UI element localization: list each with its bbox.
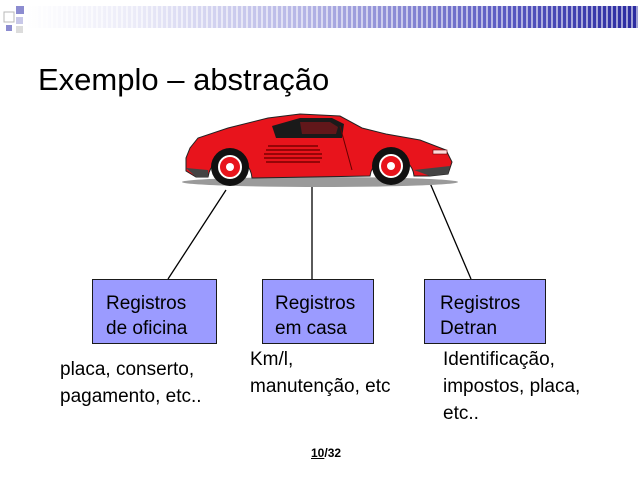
slide-title: Exemplo – abstração — [38, 62, 330, 97]
page-number: 10/32 — [311, 446, 341, 460]
box-workshop-line1: Registros — [106, 293, 187, 314]
connector-lines — [167, 182, 472, 280]
desc-detran: Identificação, impostos, placa, etc.. — [443, 346, 580, 427]
page-current: 10 — [311, 446, 325, 460]
desc-detran-line3: etc.. — [443, 403, 479, 424]
desc-home-line1: Km/l, — [250, 349, 294, 370]
box-detran-line2: Detran — [440, 318, 498, 339]
desc-detran-line2: impostos, placa, — [443, 376, 581, 397]
box-home-records: Registros em casa — [262, 279, 374, 344]
box-workshop-records: Registros de oficina — [92, 279, 217, 344]
corner-decoration — [3, 6, 24, 33]
header-bar — [26, 6, 638, 28]
desc-workshop-line2: pagamento, etc.. — [60, 386, 202, 407]
box-home-line2: em casa — [275, 318, 347, 339]
desc-home-line2: manutenção, etc — [250, 376, 391, 397]
connector-left — [167, 189, 227, 280]
desc-detran-line1: Identificação, — [443, 349, 555, 370]
box-detran-line1: Registros — [440, 293, 521, 314]
desc-workshop: placa, conserto, pagamento, etc.. — [60, 356, 202, 410]
connector-right — [429, 182, 472, 280]
page-separator: / — [324, 446, 328, 460]
box-workshop-line2: de oficina — [106, 318, 188, 339]
car-icon — [182, 113, 458, 187]
box-home-line1: Registros — [275, 293, 356, 314]
desc-home: Km/l, manutenção, etc — [250, 346, 390, 400]
desc-workshop-line1: placa, conserto, — [60, 359, 195, 380]
page-total: 32 — [327, 446, 342, 460]
box-detran-records: Registros Detran — [424, 279, 546, 344]
